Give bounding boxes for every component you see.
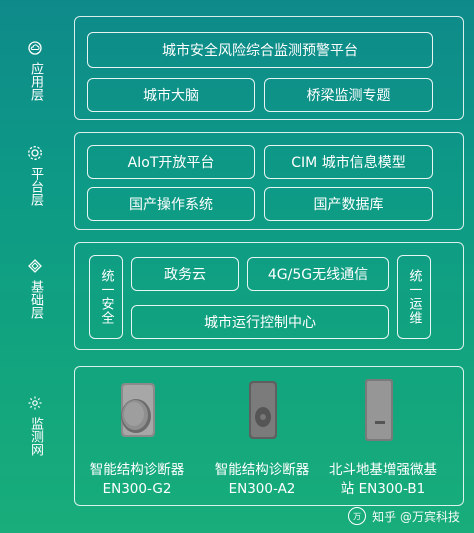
platform-item-aiot[interactable]: AIoT开放平台 [87, 145, 255, 179]
watermark: 万 知乎 @万宾科技 [348, 507, 460, 525]
monitor-layer-panel: 智能结构诊断器 EN300-G2 智能结构诊断器 EN300-A2 北斗地基增强… [74, 366, 464, 506]
layer-label-app: 应用层 [12, 40, 58, 101]
layer-label-base: 基础层 [12, 258, 58, 319]
diamond-icon [28, 259, 42, 273]
layer-label-text: 平台层 [28, 167, 43, 206]
round-sensor-icon [121, 383, 155, 437]
box-sensor-icon [249, 381, 277, 439]
device-label-1: 智能结构诊断器 EN300-G2 [77, 461, 197, 499]
sensor-icon [28, 396, 42, 410]
base-unified-ops[interactable]: 统一运维 [397, 255, 431, 339]
base-item-control-center[interactable]: 城市运行控制中心 [131, 305, 389, 339]
base-item-wireless[interactable]: 4G/5G无线通信 [247, 257, 389, 291]
device-model: EN300-G2 [102, 481, 172, 497]
platform-layer-panel: AIoT开放平台 CIM 城市信息模型 国产操作系统 国产数据库 [74, 132, 464, 230]
app-item-city-brain[interactable]: 城市大脑 [87, 78, 255, 112]
base-layer-panel: 统一安全 政务云 4G/5G无线通信 城市运行控制中心 统一运维 [74, 242, 464, 350]
platform-item-db[interactable]: 国产数据库 [264, 187, 433, 221]
device-name: 智能结构诊断器 [89, 462, 185, 478]
platform-item-cim[interactable]: CIM 城市信息模型 [264, 145, 433, 179]
cloud-icon [28, 41, 42, 55]
layer-label-platform: 平台层 [12, 145, 58, 206]
device-model: EN300-A2 [228, 481, 296, 497]
watermark-logo: 万 [348, 507, 367, 525]
app-top-box[interactable]: 城市安全风险综合监测预警平台 [87, 32, 433, 68]
watermark-text: 知乎 @万宾科技 [372, 509, 460, 524]
gnss-station-icon [365, 379, 393, 441]
device-label-3: 北斗地基增强微基 站 EN300-B1 [323, 461, 443, 499]
platform-item-os[interactable]: 国产操作系统 [87, 187, 255, 221]
layer-labels: 应用层 平台层 基础层 监测网 [0, 0, 70, 533]
device-name: 智能结构诊断器 [214, 462, 310, 478]
device-model: 站 EN300-B1 [340, 481, 426, 497]
base-unified-security[interactable]: 统一安全 [89, 255, 123, 339]
app-item-bridge-monitor[interactable]: 桥梁监测专题 [264, 78, 433, 112]
base-item-gov-cloud[interactable]: 政务云 [131, 257, 239, 291]
device-label-2: 智能结构诊断器 EN300-A2 [202, 461, 322, 499]
layer-label-text: 基础层 [28, 280, 43, 319]
device-name: 北斗地基增强微基 [329, 462, 437, 478]
layer-label-text: 应用层 [28, 62, 43, 101]
app-layer-panel: 城市安全风险综合监测预警平台 城市大脑 桥梁监测专题 [74, 16, 464, 120]
gear-icon [28, 146, 42, 160]
layer-label-text: 监测网 [28, 417, 43, 456]
layer-label-monitor: 监测网 [12, 395, 58, 456]
